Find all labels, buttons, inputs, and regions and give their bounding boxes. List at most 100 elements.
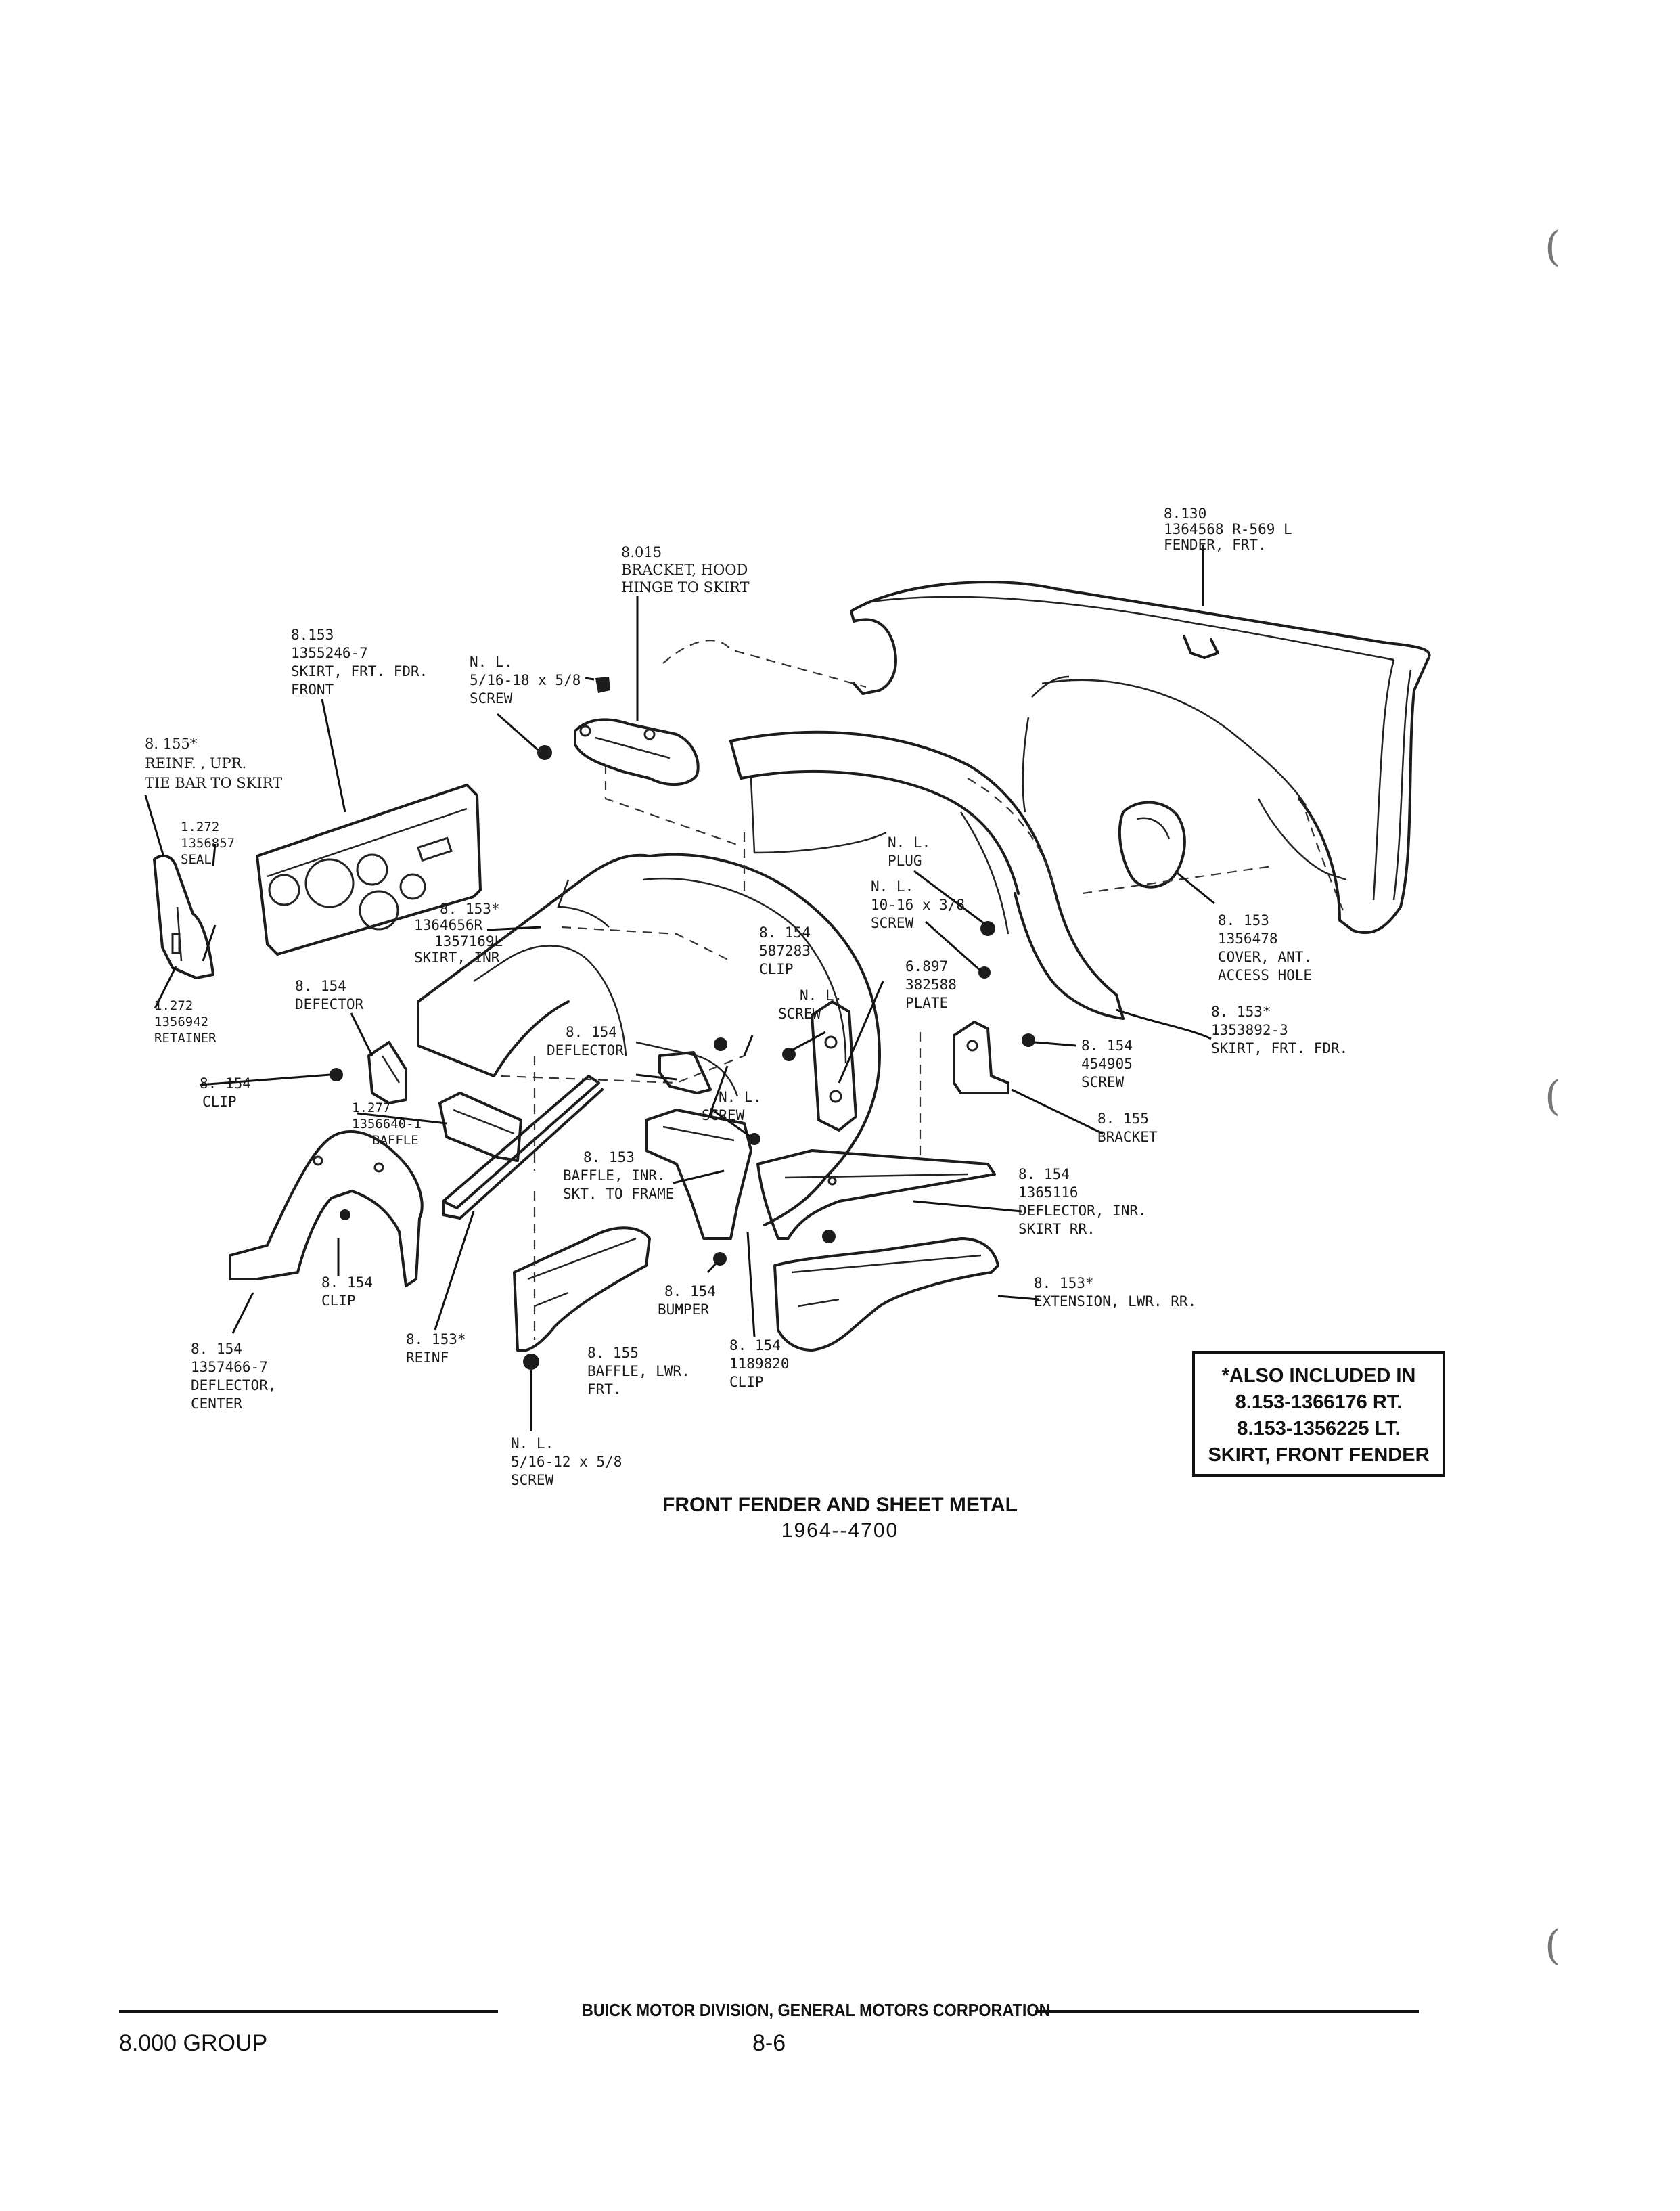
footer-corporation: BUICK MOTOR DIVISION, GENERAL MOTORS COR… — [582, 2000, 1051, 2020]
note-box: *ALSO INCLUDED IN 8.153-1366176 RT. 8.15… — [1192, 1351, 1445, 1477]
footer-rule-right — [1035, 2010, 1419, 2013]
callout-line: 454905 — [1081, 1056, 1133, 1072]
callout-line: SCREW — [702, 1107, 745, 1123]
callout-line: 1364568 R-569 L — [1164, 521, 1292, 537]
callout-line: SKIRT RR. — [1018, 1221, 1095, 1237]
callout-line: FRT. — [587, 1381, 622, 1398]
note-line: 8.153-1356225 LT. — [1237, 1418, 1401, 1439]
callout-line: DEFECTOR — [295, 996, 364, 1012]
callout-line: 1356478 — [1218, 931, 1278, 947]
callout-line: BUMPER — [658, 1301, 709, 1318]
callout-line: CLIP — [321, 1293, 356, 1309]
note-line: SKIRT, FRONT FENDER — [1208, 1444, 1430, 1466]
callout-extension-lwr: 8. 153* EXTENSION, LWR. RR. — [1034, 1274, 1196, 1311]
callout-line: SEAL — [181, 852, 212, 867]
callout-line: BAFFLE, INR. — [563, 1167, 666, 1184]
callout-line: 8. 155 — [587, 1345, 639, 1361]
footer-rule-left — [119, 2010, 498, 2013]
callout-line: 8. 154 — [295, 978, 346, 994]
callout-line: N. L. — [470, 654, 513, 670]
callout-line: 8. 153* — [1034, 1275, 1094, 1291]
front-fender-part — [850, 581, 1431, 935]
callout-line: SCREW — [470, 690, 513, 707]
callout-line: 8. 154 — [1018, 1166, 1070, 1182]
callout-reinf-lower: 8. 153*REINF — [406, 1331, 466, 1367]
deflector-inner-rear-part — [756, 1149, 996, 1240]
callout-line: 8. 154 — [729, 1337, 781, 1354]
callout-line: 6.897 — [905, 958, 949, 975]
hood-hinge-bracket-part — [574, 718, 742, 847]
callout-line: 8. 154 — [759, 924, 811, 941]
binding-hole-mark: ( — [1545, 1922, 1561, 1969]
deflector-mid-part — [658, 1051, 712, 1094]
callout-line: SCREW — [1081, 1074, 1125, 1090]
baffle-inner-skirt-to-frame-part — [645, 1109, 752, 1240]
deflector-center-part — [229, 1130, 424, 1287]
callout-line: 1357466-7 — [191, 1359, 268, 1375]
callout-line: 1.272 — [154, 998, 194, 1013]
baffle-1277-part — [438, 1092, 522, 1162]
callout-line: 1353892-3 — [1211, 1022, 1288, 1038]
callout-line: N. L. — [800, 987, 843, 1004]
callout-line: 1356942 — [154, 1014, 209, 1029]
callout-line: 1189820 — [729, 1356, 790, 1372]
callout-line: 8. 153* — [1211, 1004, 1271, 1020]
callout-line: PLUG — [888, 853, 922, 869]
plate-part — [811, 1000, 857, 1132]
callout-reinf-upr: 8. 155*REINF. , UPR.TIE BAR TO SKIRT — [145, 734, 282, 793]
callout-line: 1356857 — [181, 836, 235, 851]
callout-line: 1.272 — [181, 820, 220, 834]
callout-line: CENTER — [191, 1395, 242, 1412]
skirt-frt-fdr-front-part — [256, 784, 482, 956]
reinf-bar-part — [442, 1075, 604, 1220]
callout-line: 1365116 — [1018, 1184, 1079, 1201]
callout-line: BAFFLE, LWR. — [587, 1363, 690, 1379]
callout-line: 8. 154 — [1081, 1037, 1133, 1054]
callout-line: 8. 154 — [191, 1341, 242, 1357]
callout-line: COVER, ANT. — [1218, 949, 1313, 965]
callout-line: REINF. , UPR. — [145, 755, 247, 772]
note-line: 8.153-1366176 RT. — [1235, 1391, 1403, 1413]
callout-line: 8.153 — [291, 627, 334, 643]
note-line: *ALSO INCLUDED IN — [1221, 1365, 1416, 1387]
callout-line: BRACKET, HOOD — [621, 562, 748, 578]
callout-line: 1356640-1 — [352, 1117, 422, 1132]
callout-line: 1.277 — [352, 1100, 391, 1115]
callout-line: CLIP — [759, 961, 794, 977]
callout-line: 8. 154 — [566, 1024, 617, 1040]
callout-line: PLATE — [905, 995, 949, 1011]
callout-line: SKIRT, INR. — [414, 950, 509, 966]
callout-line: 8.130 — [1164, 506, 1207, 522]
callout-line: N. L. — [511, 1435, 554, 1452]
callout-screw-mid: N. L. SCREW — [702, 1088, 761, 1125]
callout-line: N. L. — [888, 834, 931, 851]
leader-lines — [144, 545, 1215, 1431]
callout-line: N. L. — [719, 1089, 762, 1105]
footer-group: 8.000 GROUP — [119, 2030, 268, 2056]
callout-line: N. L. — [871, 878, 914, 895]
footer-page-number: 8-6 — [752, 2030, 786, 2056]
callout-line: EXTENSION, LWR. RR. — [1034, 1293, 1197, 1310]
skirt-front-fender-part — [729, 730, 1273, 1020]
extension-lower-rear-part — [773, 1237, 999, 1352]
upper-tie-bar-reinf-part — [153, 854, 214, 979]
